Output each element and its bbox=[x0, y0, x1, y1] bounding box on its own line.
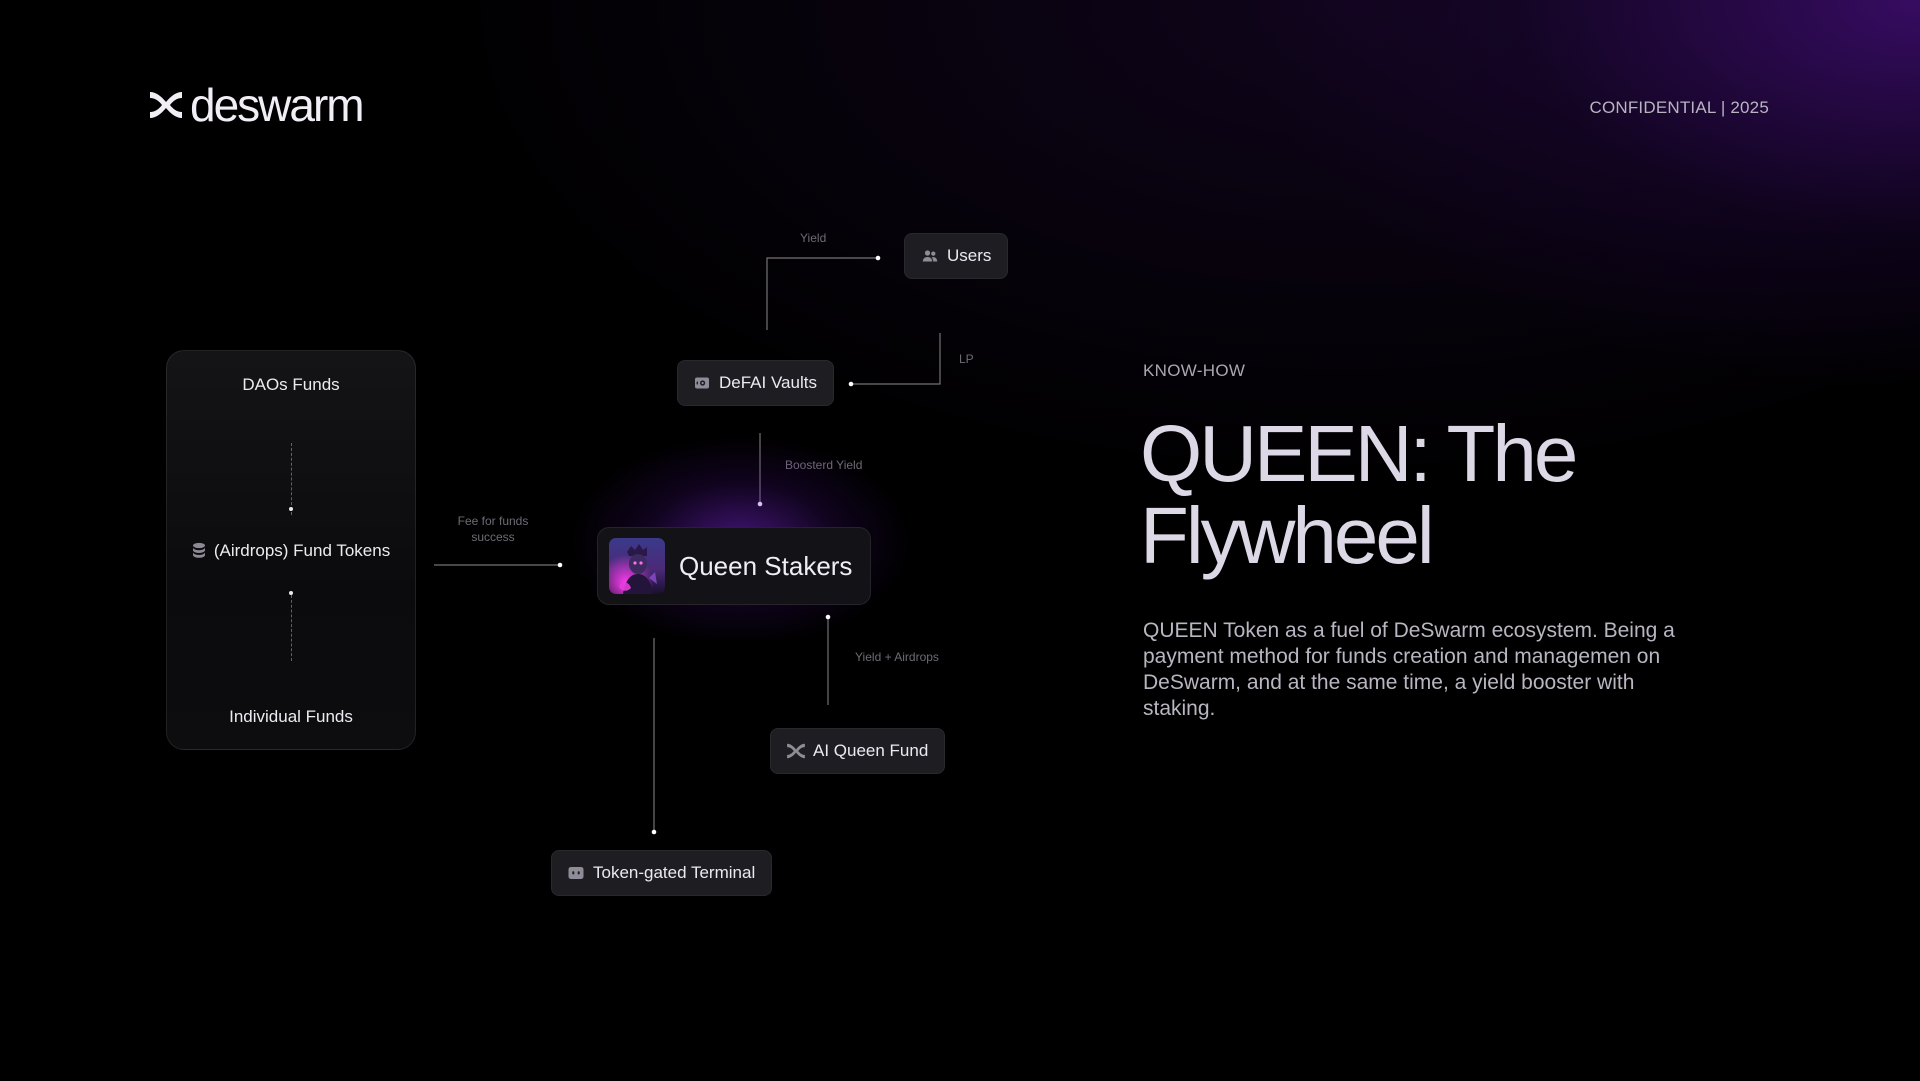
deswarm-logo-icon bbox=[150, 92, 182, 118]
fund-tokens-row: (Airdrops) Fund Tokens bbox=[167, 541, 415, 561]
section-kicker: KNOW-HOW bbox=[1143, 361, 1246, 380]
edge-label-lp: LP bbox=[959, 352, 974, 366]
edge-users-to-vaults bbox=[851, 333, 941, 385]
node-queen-stakers-label: Queen Stakers bbox=[679, 550, 853, 581]
node-token-gated-terminal[interactable]: Token-gated Terminal bbox=[551, 850, 773, 896]
page-title: QUEEN: The Flywheel bbox=[1140, 409, 1578, 580]
edge-label-yield-airdrops: Yield + Airdrops bbox=[855, 650, 939, 664]
coins-stack-icon bbox=[192, 542, 205, 558]
node-terminal-label: Token-gated Terminal bbox=[593, 863, 756, 882]
connector-dot bbox=[289, 591, 293, 595]
confidential-label: CONFIDENTIAL | 2025 bbox=[1589, 98, 1769, 117]
users-icon bbox=[922, 250, 938, 262]
node-users[interactable]: Users bbox=[904, 233, 1009, 279]
queen-avatar bbox=[609, 538, 665, 594]
node-ai-queen-fund[interactable]: AI Queen Fund bbox=[770, 728, 946, 774]
edge-label-fee-line2: success bbox=[471, 530, 515, 545]
description-text: QUEEN Token as a fuel of DeSwarm ecosyst… bbox=[1143, 619, 1675, 720]
edge-arrowhead bbox=[651, 829, 657, 835]
node-defai-vaults-label: DeFAI Vaults bbox=[719, 373, 817, 392]
individual-funds-label: Individual Funds bbox=[229, 707, 353, 726]
daos-funds-label: DAOs Funds bbox=[242, 375, 340, 394]
deswarm-logo-icon bbox=[787, 743, 805, 759]
connector-dot bbox=[289, 507, 293, 511]
edge-arrowhead bbox=[875, 255, 881, 261]
node-queen-stakers[interactable]: Queen Stakers bbox=[597, 527, 871, 605]
edge-arrowhead bbox=[825, 614, 831, 620]
terminal-icon bbox=[568, 867, 584, 879]
vault-icon bbox=[695, 377, 709, 389]
node-defai-vaults[interactable]: DeFAI Vaults bbox=[677, 360, 834, 406]
edge-label-yield: Yield bbox=[800, 231, 827, 245]
dashed-connector bbox=[291, 443, 292, 515]
edge-arrowhead bbox=[757, 501, 763, 507]
edge-label-boosted-yield: Boosterd Yield bbox=[785, 458, 863, 472]
edge-label-fee: Fee for funds success bbox=[446, 513, 540, 545]
edge-vaults-to-users bbox=[766, 257, 878, 330]
node-ai-queen-fund-label: AI Queen Fund bbox=[813, 741, 929, 760]
edge-label-fee-line1: Fee for funds bbox=[457, 514, 529, 528]
fund-tokens-label: (Airdrops) Fund Tokens bbox=[213, 541, 391, 560]
deswarm-logo[interactable]: deswarm bbox=[148, 79, 365, 131]
node-users-label: Users bbox=[947, 246, 992, 265]
logo-wordmark: deswarm bbox=[190, 79, 365, 131]
edge-arrowhead bbox=[848, 381, 854, 387]
funds-panel: DAOs Funds (Airdrops) Fund Tokens Indivi… bbox=[166, 350, 416, 750]
edge-arrowhead bbox=[557, 562, 563, 568]
dashed-connector bbox=[291, 595, 292, 661]
